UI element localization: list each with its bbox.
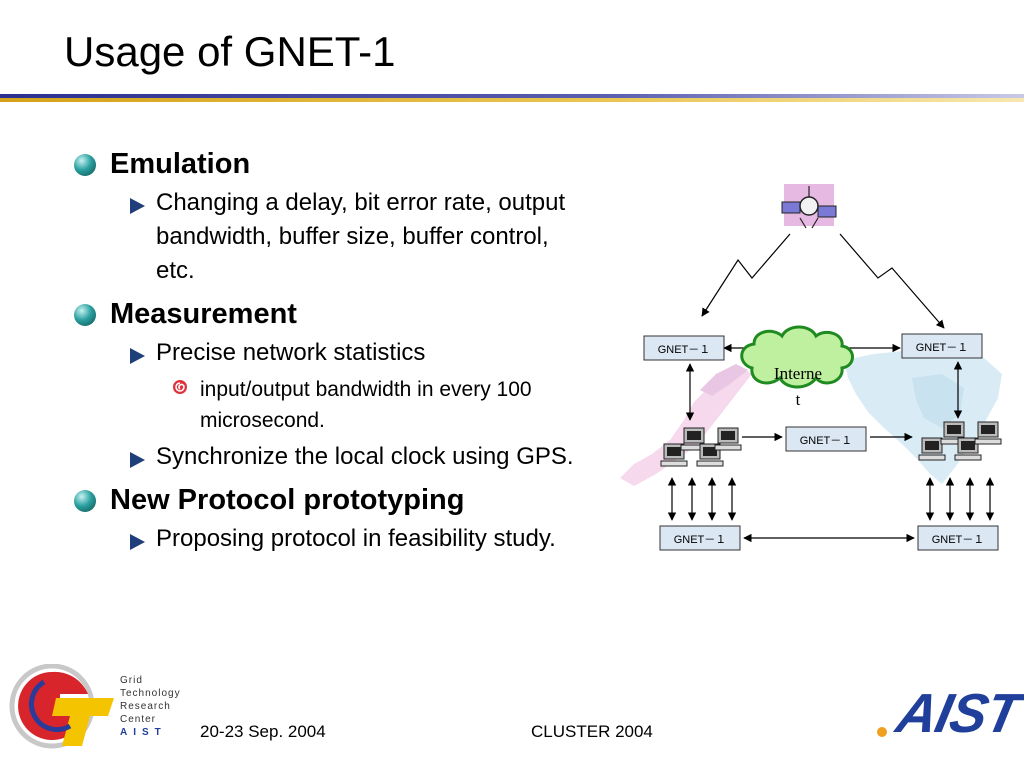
triangle-bullet-icon <box>130 452 145 468</box>
bullet-item: Measurement <box>72 296 592 332</box>
footer-date: 20-23 Sep. 2004 <box>200 722 326 741</box>
bullet-text: Emulation <box>110 148 251 180</box>
bullet-item: input/output bandwidth in every 100 micr… <box>172 374 592 436</box>
internet-label: t <box>796 390 801 409</box>
gnet-box: GNET－１ <box>785 426 867 452</box>
bullet-item: Changing a delay, bit error rate, output… <box>128 186 592 288</box>
sphere-bullet-icon <box>74 304 96 326</box>
gnet-box: GNET－１ <box>643 335 725 361</box>
network-diagram: Interne t GNET－１ GNET－１ GNET－１ GNET－１ GN… <box>620 184 1002 551</box>
gnet-box: GNET－１ <box>901 333 983 359</box>
gnet-box: GNET－１ <box>917 525 999 551</box>
gnet-box: GNET－１ <box>659 525 741 551</box>
triangle-bullet-icon <box>130 348 145 364</box>
triangle-bullet-icon <box>130 198 145 214</box>
bullet-text: New Protocol prototyping <box>110 484 465 516</box>
gtrc-line: Technology <box>120 688 181 699</box>
internet-cloud: Interne t <box>740 325 854 409</box>
gtrc-line: Grid <box>120 675 143 686</box>
gnet-label: GNET－１ <box>932 534 985 546</box>
bullet-text: Proposing protocol in feasibility study. <box>156 525 556 552</box>
gnet-label: GNET－１ <box>800 435 853 447</box>
sphere-bullet-icon <box>74 490 96 512</box>
computer-icon <box>918 421 1002 461</box>
title-rule-blue <box>0 94 1024 98</box>
bullet-item: Emulation <box>72 146 592 182</box>
computer-icon <box>660 427 742 467</box>
bullet-item: Precise network statistics <box>128 336 592 370</box>
satellite-icon <box>781 184 837 229</box>
bullet-text: Changing a delay, bit error rate, output… <box>156 189 566 284</box>
bullet-text: input/output bandwidth in every 100 micr… <box>200 378 532 432</box>
bullet-list: Emulation Changing a delay, bit error ra… <box>72 138 592 556</box>
gtrc-text-block: Grid Technology Research Center AIST <box>120 674 181 739</box>
bullet-item: Proposing protocol in feasibility study. <box>128 522 592 556</box>
swirl-bullet-icon <box>173 380 187 394</box>
bullet-text: Measurement <box>110 298 297 330</box>
gnet-label: GNET－１ <box>916 342 969 354</box>
slide-title: Usage of GNET-1 <box>64 28 396 75</box>
footer-conference: CLUSTER 2004 <box>531 722 653 741</box>
bullet-text: Precise network statistics <box>156 339 426 366</box>
bullet-item: New Protocol prototyping <box>72 482 592 518</box>
gnet-label: GNET－１ <box>658 344 711 356</box>
gtrc-line: Research <box>120 701 171 712</box>
aist-logo: AIST <box>891 682 1024 744</box>
gtrc-logo-icon <box>9 664 114 749</box>
gtrc-aist-label: AIST <box>120 727 167 738</box>
aist-dot-icon <box>877 727 887 737</box>
internet-label: Interne <box>774 364 822 383</box>
sphere-bullet-icon <box>74 154 96 176</box>
bullet-item: Synchronize the local clock using GPS. <box>128 440 592 474</box>
triangle-bullet-icon <box>130 534 145 550</box>
title-rule-gold <box>0 98 1024 102</box>
bullet-text: Synchronize the local clock using GPS. <box>156 443 574 470</box>
gtrc-line: Center <box>120 714 157 725</box>
gnet-label: GNET－１ <box>674 534 727 546</box>
